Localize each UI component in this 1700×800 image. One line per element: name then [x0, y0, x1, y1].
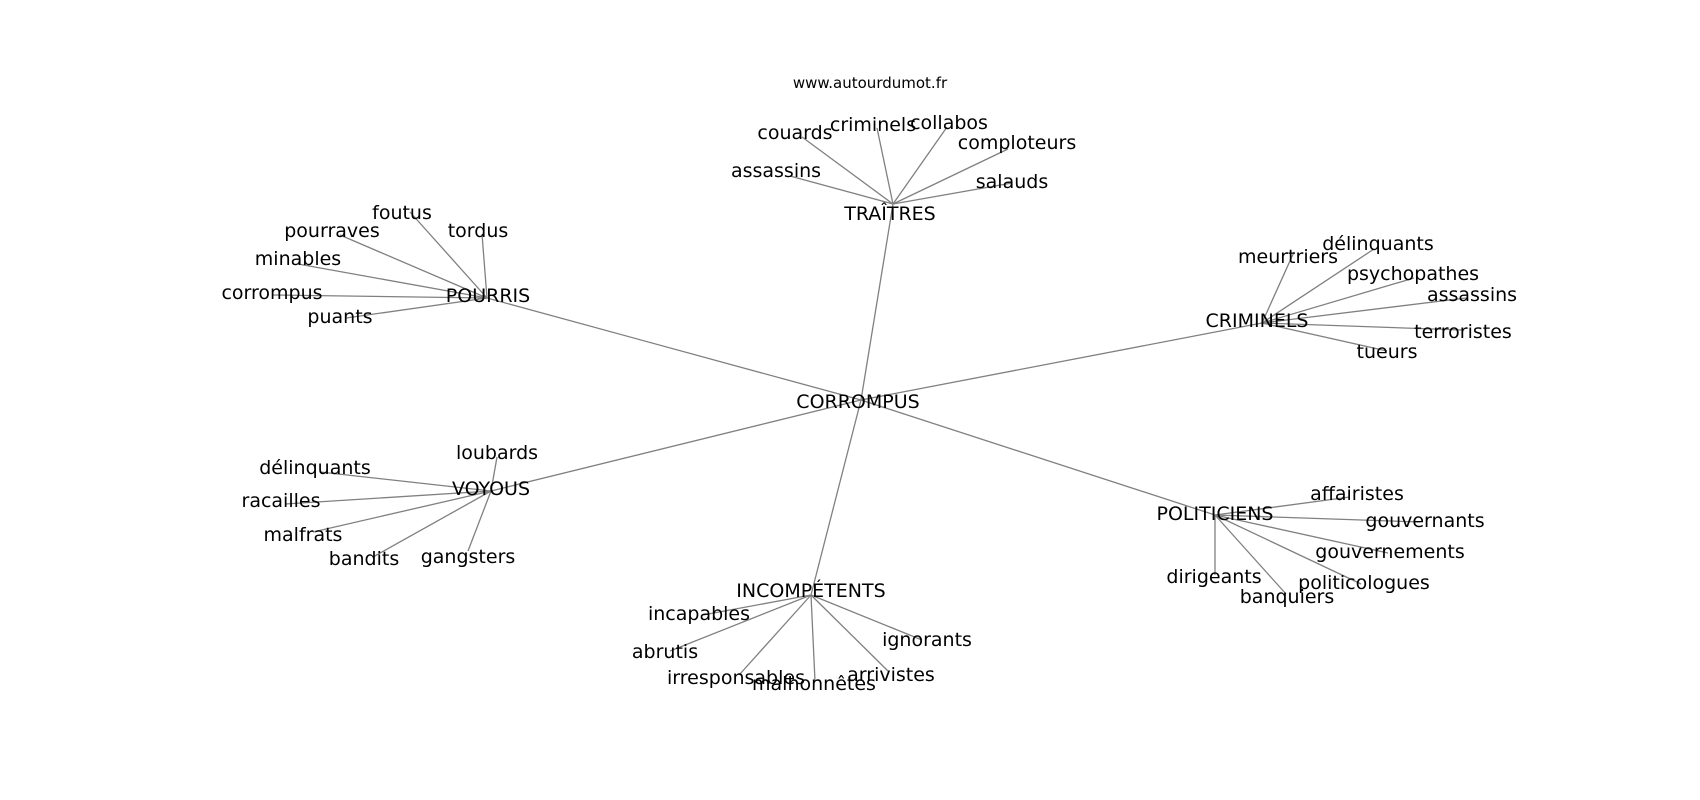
edge-center-cluster-4 — [860, 399, 1216, 516]
edge-cluster-3-word-0 — [490, 456, 498, 492]
word-incompetents-arrivistes[interactable]: arrivistes — [847, 664, 935, 686]
word-pourris-corrompus[interactable]: corrompus — [221, 282, 322, 304]
edge-center-cluster-0 — [860, 203, 894, 401]
word-incompetents-malhonnetes[interactable]: malhonnêtes — [752, 673, 876, 695]
edge-cluster-1-word-1 — [481, 233, 488, 299]
word-criminels-psychopathes[interactable]: psychopathes — [1347, 263, 1479, 285]
word-criminels-delinquants[interactable]: délinquants — [1322, 233, 1434, 255]
cluster-label-pourris[interactable]: POURRIS — [446, 285, 530, 307]
edge-center-cluster-3 — [490, 399, 862, 492]
edge-cluster-0-word-2 — [876, 127, 894, 205]
graph-labels: www.autourdumot.fr CORROMPUS TRAÎTRES as… — [221, 74, 1517, 695]
word-pourris-tordus[interactable]: tordus — [448, 220, 509, 242]
edge-cluster-2-word-1 — [1261, 248, 1375, 324]
edge-cluster-1-word-4 — [272, 294, 488, 299]
edge-cluster-5-word-3 — [810, 594, 816, 682]
word-criminels-tueurs[interactable]: tueurs — [1357, 341, 1418, 363]
word-politiciens-banquiers[interactable]: banquiers — [1240, 586, 1335, 608]
edge-cluster-1-word-2 — [339, 234, 488, 299]
word-pourris-puants[interactable]: puants — [307, 306, 372, 328]
word-politiciens-gouvernements[interactable]: gouvernements — [1315, 541, 1464, 563]
word-criminels-meurtriers[interactable]: meurtriers — [1238, 246, 1338, 268]
word-voyous-loubards[interactable]: loubards — [456, 442, 538, 464]
edge-center-cluster-1 — [486, 297, 862, 401]
center-word[interactable]: CORROMPUS — [796, 391, 919, 413]
word-politiciens-gouvernants[interactable]: gouvernants — [1365, 510, 1484, 532]
edge-cluster-5-word-4 — [810, 594, 890, 673]
word-traitres-collabos[interactable]: collabos — [910, 112, 988, 134]
edge-center-cluster-2 — [860, 322, 1263, 401]
edge-cluster-2-word-5 — [1261, 322, 1388, 352]
word-incompetents-abrutis[interactable]: abrutis — [632, 641, 698, 663]
edge-cluster-4-word-0 — [1214, 496, 1351, 516]
graph-edges — [272, 126, 1467, 682]
word-traitres-salauds[interactable]: salauds — [976, 171, 1048, 193]
cluster-label-traitres[interactable]: TRAÎTRES — [843, 202, 936, 225]
word-voyous-delinquants[interactable]: délinquants — [259, 457, 371, 479]
cluster-label-criminels[interactable]: CRIMINELS — [1206, 310, 1309, 332]
edge-cluster-0-word-3 — [892, 126, 948, 205]
edge-cluster-0-word-5 — [892, 182, 1013, 205]
edge-cluster-0-word-0 — [789, 175, 894, 205]
word-incompetents-irresponsables[interactable]: irresponsables — [667, 667, 805, 689]
word-politiciens-dirigeants[interactable]: dirigeants — [1166, 566, 1261, 588]
edge-cluster-0-word-4 — [892, 148, 1009, 205]
edge-cluster-3-word-2 — [284, 490, 492, 505]
edge-cluster-5-word-0 — [702, 594, 812, 616]
edge-cluster-1-word-5 — [345, 297, 488, 319]
edge-cluster-4-word-4 — [1214, 514, 1287, 595]
word-traitres-comploteurs[interactable]: comploteurs — [958, 132, 1076, 154]
edge-cluster-0-word-1 — [801, 136, 894, 205]
edge-cluster-3-word-5 — [467, 490, 492, 552]
word-traitres-assassins[interactable]: assassins — [731, 160, 821, 182]
word-criminels-terroristes[interactable]: terroristes — [1414, 321, 1512, 343]
word-traitres-couards[interactable]: couards — [757, 122, 832, 144]
edge-cluster-3-word-3 — [312, 490, 492, 533]
cluster-label-incompetents[interactable]: INCOMPÉTENTS — [736, 579, 885, 602]
word-pourris-minables[interactable]: minables — [255, 248, 341, 270]
word-voyous-gangsters[interactable]: gangsters — [421, 546, 516, 568]
word-voyous-racailles[interactable]: racailles — [242, 490, 321, 512]
edge-cluster-1-word-3 — [297, 263, 488, 299]
word-incompetents-incapables[interactable]: incapables — [648, 603, 750, 625]
edge-cluster-5-word-1 — [669, 594, 812, 652]
edge-cluster-4-word-3 — [1214, 514, 1362, 585]
word-criminels-assassins[interactable]: assassins — [1427, 284, 1517, 306]
word-voyous-malfrats[interactable]: malfrats — [264, 524, 343, 546]
word-voyous-bandits[interactable]: bandits — [329, 548, 399, 570]
edge-cluster-5-word-2 — [739, 594, 812, 675]
word-pourris-foutus[interactable]: foutus — [372, 202, 432, 224]
edge-cluster-2-word-4 — [1261, 322, 1463, 331]
edge-cluster-3-word-1 — [319, 471, 492, 492]
edge-cluster-2-word-0 — [1261, 251, 1295, 324]
site-credit[interactable]: www.autourdumot.fr — [793, 74, 948, 92]
word-pourris-pourraves[interactable]: pourraves — [284, 220, 380, 242]
edge-cluster-1-word-0 — [409, 211, 488, 299]
edge-cluster-4-word-1 — [1214, 514, 1421, 523]
edge-center-cluster-5 — [810, 399, 862, 596]
word-traitres-criminels[interactable]: criminels — [830, 114, 916, 136]
word-politiciens-politicologues[interactable]: politicologues — [1298, 572, 1430, 594]
edge-cluster-3-word-4 — [372, 490, 492, 558]
word-politiciens-affairistes[interactable]: affairistes — [1310, 483, 1404, 505]
edge-cluster-5-word-5 — [810, 594, 923, 641]
edge-cluster-4-word-2 — [1214, 514, 1389, 554]
cluster-label-voyous[interactable]: VOYOUS — [452, 478, 530, 500]
edge-cluster-2-word-2 — [1261, 277, 1415, 324]
edge-cluster-2-word-3 — [1261, 297, 1467, 324]
cluster-label-politiciens[interactable]: POLITICIENS — [1157, 503, 1274, 525]
word-incompetents-ignorants[interactable]: ignorants — [882, 629, 972, 651]
